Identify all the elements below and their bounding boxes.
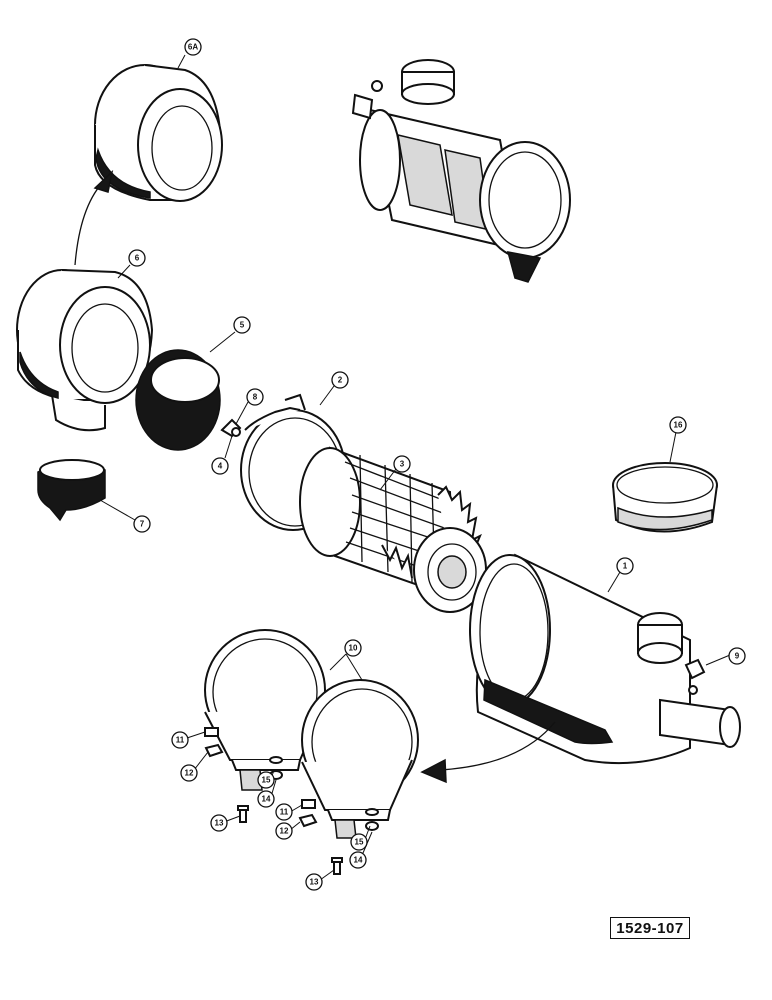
svg-text:16: 16 <box>674 421 683 430</box>
outlet-cap-16 <box>612 462 718 533</box>
callout-3: 3 <box>393 455 411 473</box>
callout-14b: 14 <box>349 851 367 869</box>
svg-text:10: 10 <box>349 644 358 653</box>
mounting-band-10-right <box>301 679 419 839</box>
callout-10: 10 <box>344 639 362 657</box>
callout-14a: 14 <box>257 790 275 808</box>
callout-15a: 15 <box>257 771 275 789</box>
svg-text:6A: 6A <box>188 43 198 52</box>
callout-12b: 12 <box>275 822 293 840</box>
svg-text:11: 11 <box>176 736 185 745</box>
wing-nut-8 <box>220 418 242 438</box>
callout-13b: 13 <box>305 873 323 891</box>
svg-text:11: 11 <box>280 808 289 817</box>
svg-text:9: 9 <box>735 652 740 661</box>
callout-11b: 11 <box>275 803 293 821</box>
pre-cleaner-6a <box>94 64 223 202</box>
callout-13a: 13 <box>210 814 228 832</box>
assembly-arrow-1-head <box>420 758 447 784</box>
svg-text:13: 13 <box>215 819 224 828</box>
svg-text:4: 4 <box>218 462 223 471</box>
callout-4: 4 <box>211 457 229 475</box>
assembled-air-cleaner <box>351 59 571 283</box>
pre-cleaner-6 <box>16 269 154 432</box>
svg-text:6: 6 <box>135 254 140 263</box>
callout-6a: 6A <box>184 38 202 56</box>
assembly-arrow-6a-head <box>93 169 114 193</box>
fastener-set-left <box>204 727 283 823</box>
callout-5: 5 <box>233 316 251 334</box>
fastener-set-right <box>298 799 379 875</box>
svg-text:12: 12 <box>185 769 194 778</box>
callout-7: 7 <box>133 515 151 533</box>
clamp-band-2 <box>240 393 346 531</box>
callout-12a: 12 <box>180 764 198 782</box>
filter-element-3 <box>299 446 487 613</box>
callout-1: 1 <box>616 557 634 575</box>
svg-text:1: 1 <box>623 562 628 571</box>
svg-text:14: 14 <box>262 795 271 804</box>
mounting-band-10-left <box>204 629 326 791</box>
svg-text:5: 5 <box>240 321 245 330</box>
svg-text:14: 14 <box>354 856 363 865</box>
svg-text:13: 13 <box>310 878 319 887</box>
svg-text:15: 15 <box>262 776 271 785</box>
callout-8: 8 <box>246 388 264 406</box>
assembly-arrow-6a <box>74 179 106 266</box>
callout-16: 16 <box>669 416 687 434</box>
callout-2: 2 <box>331 371 349 389</box>
callout-6: 6 <box>128 249 146 267</box>
svg-text:8: 8 <box>253 393 258 402</box>
svg-text:15: 15 <box>355 838 364 847</box>
reference-number: 1529-107 <box>610 917 690 939</box>
svg-text:12: 12 <box>280 827 289 836</box>
assembly-arrow-1 <box>439 721 556 771</box>
filter-band-5 <box>135 349 221 451</box>
svg-text:2: 2 <box>338 376 343 385</box>
air-cleaner-body-1 <box>469 553 741 765</box>
svg-text:7: 7 <box>140 520 145 529</box>
callout-15b: 15 <box>350 833 368 851</box>
svg-text:3: 3 <box>400 460 405 469</box>
callout-11a: 11 <box>171 731 189 749</box>
cap-7 <box>37 459 106 522</box>
callout-9: 9 <box>728 647 746 665</box>
